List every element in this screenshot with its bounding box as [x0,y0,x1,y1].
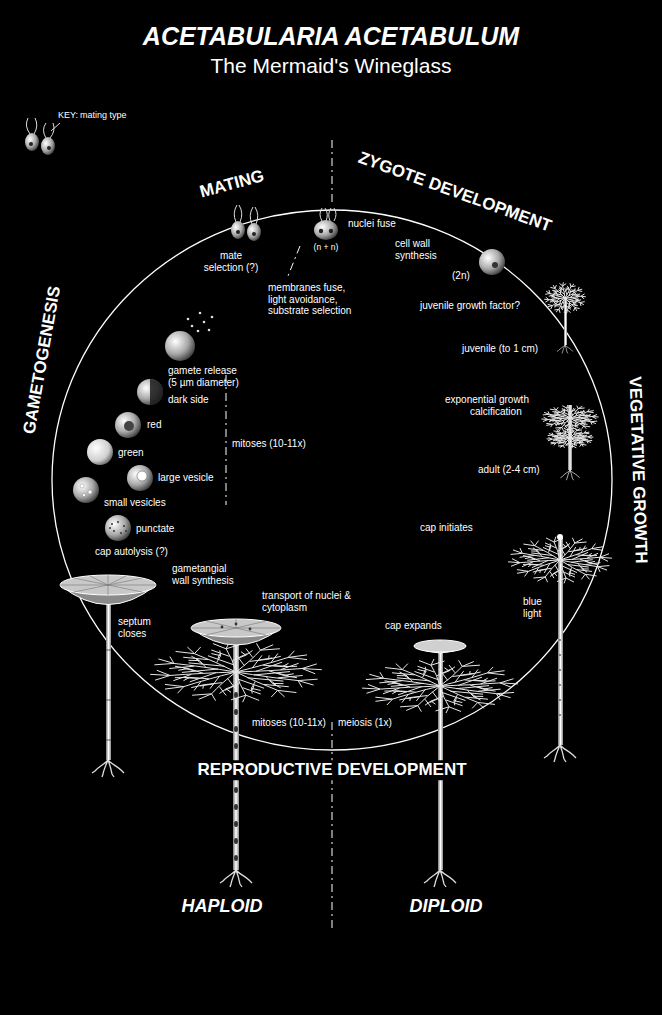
ploidy-note: (n + n) [314,243,339,253]
stage-note: green [118,447,144,459]
stage-note: nuclei fuse [348,218,396,230]
division-note: meiosis (1x) [338,717,392,729]
ploidy-label: HAPLOID [182,896,263,917]
juvenile-plant [544,282,587,354]
stage-note: gamete release (5 µm diameter) [168,365,248,388]
stage-note: large vesicle [158,472,214,484]
stage-note: juvenile growth factor? [420,300,520,312]
stage-note: cap autolysis (?) [95,546,168,558]
mating-type-icon [25,118,60,155]
adult-plant [541,405,600,481]
stage-note: punctate [136,523,174,535]
title: ACETABULARIA ACETABULUM [143,22,519,51]
stage-note: blue light [523,596,553,619]
cap-initiating-plant [506,534,613,762]
stage-note: red [147,419,161,431]
fused-gametes [314,208,338,240]
phase-label: REPRODUCTIVE DEVELOPMENT [194,760,469,780]
stage-note: adult (2-4 cm) [478,464,540,476]
stage-note: juvenile (to 1 cm) [462,343,538,355]
cycle-ring [52,210,612,750]
gamete-pair [231,205,261,241]
ploidy-label: DIPLOID [409,896,482,917]
stage-note: membranes fuse, light avoidance, substra… [268,282,360,317]
stage-note: cap initiates [420,522,473,534]
stage-note: septum closes [118,616,160,639]
stage-note: exponential growth [445,394,529,406]
gametogenesis-stages [73,312,213,541]
division-note: mitoses (10-11x) [232,438,306,450]
gametangial-plant [60,575,156,777]
stage-note: small vesicles [104,497,166,509]
division-note: mitoses (10-11x) [252,717,326,729]
stage-note: transport of nuclei & cytoplasm [262,590,362,613]
legend-text: mating type [80,110,127,120]
subtitle: The Mermaid's Wineglass [211,54,452,78]
stage-note: cell wall synthesis [395,238,441,261]
stage-note: dark side [168,394,209,406]
ploidy-note: (2n) [452,270,470,282]
zygote [479,249,505,275]
stage-note: calcification [470,406,522,418]
stage-note: gametangial wall synthesis [172,563,242,586]
transport-plant [148,619,325,887]
stage-note: cap expands [385,620,442,632]
key-heading: KEY: [58,110,78,120]
stage-note: mate selection (?) [200,250,262,273]
